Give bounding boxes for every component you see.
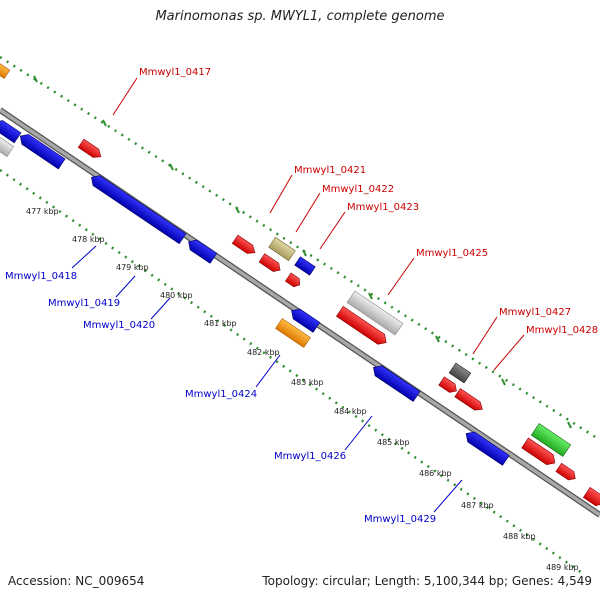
gene-0425 <box>346 290 404 336</box>
gene-blue-edge <box>0 120 22 144</box>
gene-label: Mmwyl1_0426 <box>274 451 346 462</box>
gene-0426 <box>373 365 421 402</box>
gene-grey-edge <box>0 135 15 157</box>
gene-0427 <box>448 362 472 384</box>
gene-0418 <box>19 134 66 170</box>
gene-0424-blue <box>291 308 321 333</box>
gene-0422 <box>268 236 296 262</box>
gene-0423b <box>284 272 301 288</box>
gene-label: Mmwyl1_0419 <box>48 298 120 309</box>
tick-label: 488 kbp <box>503 532 536 541</box>
gene-0425b <box>336 305 387 345</box>
gene-label: Mmwyl1_0428 <box>526 325 598 336</box>
gene-0417 <box>77 138 102 158</box>
gene-0429 <box>465 431 510 466</box>
reverse-gene-labels: Mmwyl1_0418 Mmwyl1_0419 Mmwyl1_0420 Mmwy… <box>5 271 436 525</box>
reverse-label-leaders <box>71 245 463 513</box>
gene-label: Mmwyl1_0420 <box>83 320 155 331</box>
gene-label: Mmwyl1_0418 <box>5 271 77 282</box>
gene-label: Mmwyl1_0417 <box>139 67 211 78</box>
outer-dotted-ring <box>0 55 600 442</box>
gene-0427b <box>438 376 457 393</box>
tick-label: 478 kbp <box>72 235 105 244</box>
gene-label: Mmwyl1_0422 <box>322 184 394 195</box>
accession-text: Accession: NC_009654 <box>8 574 145 588</box>
tick-label: 489 kbp <box>546 563 579 572</box>
tick-label: 487 kbp <box>461 501 494 510</box>
tick-label: 485 kbp <box>377 438 410 447</box>
tick-label: 484 kbp <box>334 407 367 416</box>
gene-0421b <box>258 253 281 272</box>
tick-labels: 477 kbp 478 kbp 479 kbp 480 kbp 481 kbp … <box>26 207 579 572</box>
gene-0421 <box>231 234 256 254</box>
tick-label: 483 kbp <box>291 378 324 387</box>
gene-0428c <box>555 462 576 481</box>
reverse-genes <box>0 120 510 466</box>
forward-gene-labels: Mmwyl1_0417 Mmwyl1_0421 Mmwyl1_0422 Mmwy… <box>139 67 598 336</box>
gene-label: Mmwyl1_0421 <box>294 165 366 176</box>
gene-label: Mmwyl1_0424 <box>185 389 257 400</box>
tick-label: 477 kbp <box>26 207 59 216</box>
tick-label: 486 kbp <box>419 469 452 478</box>
gene-orange-edge <box>0 63 11 79</box>
forward-label-leaders <box>112 77 525 371</box>
tick-label: 479 kbp <box>116 263 149 272</box>
gene-0423 <box>294 256 316 276</box>
gene-label: Mmwyl1_0425 <box>416 248 488 259</box>
gene-label: Mmwyl1_0423 <box>347 202 419 213</box>
tick-label: 480 kbp <box>160 291 193 300</box>
gene-0428 <box>454 388 483 411</box>
gene-label: Mmwyl1_0427 <box>499 307 571 318</box>
tick-label: 482 kbp <box>247 348 280 357</box>
inner-dotted-ring <box>0 168 586 577</box>
gene-0428b <box>521 437 556 466</box>
tick-label: 481 kbp <box>204 319 237 328</box>
gene-green <box>530 423 572 457</box>
gene-label: Mmwyl1_0429 <box>364 514 436 525</box>
figure-title: Marinomonas sp. MWYL1, complete genome <box>155 9 445 24</box>
outer-tick-marks <box>33 75 572 429</box>
topology-text: Topology: circular; Length: 5,100,344 bp… <box>262 574 592 588</box>
forward-genes <box>0 63 600 507</box>
gene-0424 <box>275 318 311 348</box>
gene-0419 <box>91 175 187 245</box>
gene-0420 <box>188 239 218 264</box>
